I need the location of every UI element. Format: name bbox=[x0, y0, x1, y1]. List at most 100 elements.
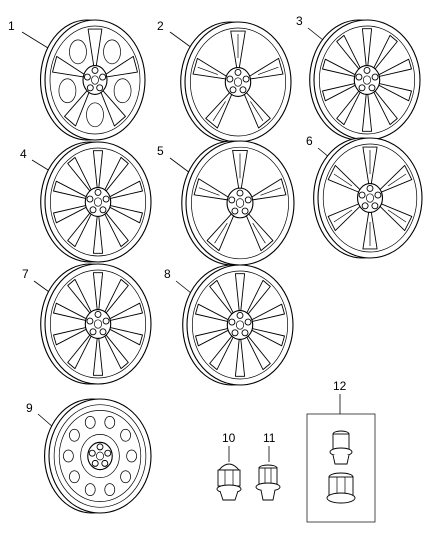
wheel-7-lug-nut bbox=[102, 317, 110, 325]
wheel-5-spoke-groove bbox=[260, 187, 282, 196]
wheel-7-lug-nut bbox=[89, 328, 97, 336]
wheel-9-rim-inner bbox=[53, 404, 147, 508]
wheel-5[interactable] bbox=[181, 140, 295, 266]
wheel-9-vent-hole bbox=[120, 470, 131, 484]
lock-nut-cone bbox=[332, 454, 350, 465]
wheel-2-rim-inner bbox=[189, 27, 287, 137]
callout-label-1: 1 bbox=[8, 19, 15, 33]
part-group-7[interactable]: 7 bbox=[22, 263, 152, 385]
nut-11-hex bbox=[258, 467, 278, 485]
wheel-7[interactable] bbox=[40, 263, 152, 385]
part-group-11[interactable]: 11 bbox=[255, 431, 281, 501]
wheel-8-lug-nut bbox=[231, 329, 239, 337]
wheel-1-window bbox=[86, 102, 104, 128]
wheel-1-window bbox=[103, 39, 121, 65]
nut-10-cone bbox=[219, 490, 239, 501]
callout-label-9: 9 bbox=[26, 401, 33, 415]
wheel-3-rim-inner bbox=[318, 25, 416, 135]
wheel-5-center-cap bbox=[235, 198, 245, 208]
wheel-6-center-cap bbox=[366, 193, 374, 203]
wheel-5-lug-nut bbox=[228, 196, 236, 204]
callout-label-3: 3 bbox=[296, 14, 303, 28]
wheel-6-spoke-groove bbox=[333, 173, 353, 187]
wheel-4-center-cap bbox=[93, 197, 103, 207]
wheel-5-spoke-groove bbox=[198, 187, 220, 196]
callout-label-8: 8 bbox=[164, 267, 171, 281]
lock-nut-12[interactable] bbox=[329, 430, 353, 465]
wheel-4[interactable] bbox=[40, 141, 152, 263]
nut-10-hex bbox=[217, 469, 241, 487]
lock-key-12[interactable] bbox=[326, 472, 356, 504]
part-group-8[interactable]: 8 bbox=[164, 264, 294, 386]
wheel-9[interactable] bbox=[44, 398, 152, 514]
wheel-8-rim-inner bbox=[191, 270, 289, 380]
nut-11-cone bbox=[260, 489, 276, 501]
part-group-2[interactable]: 2 bbox=[157, 19, 292, 143]
part-group-6[interactable]: 6 bbox=[306, 134, 423, 259]
wheel-9-vent-hole bbox=[104, 483, 116, 496]
wheel-9-lug-nut bbox=[88, 449, 96, 457]
wheel-9-vent-hole bbox=[104, 416, 116, 429]
callout-label-10: 10 bbox=[222, 431, 236, 445]
wheel-1-window bbox=[113, 78, 132, 104]
wheel-4-lug-nut bbox=[94, 188, 102, 196]
part-group-12[interactable]: 12 bbox=[306, 379, 376, 523]
lock-nut-flange bbox=[329, 447, 353, 457]
wheel-3[interactable] bbox=[309, 19, 421, 141]
part-group-9[interactable]: 9 bbox=[26, 398, 152, 514]
part-group-4[interactable]: 4 bbox=[20, 141, 152, 263]
wheel-9-vent-hole bbox=[84, 416, 96, 429]
wheel-4-lug-nut bbox=[89, 206, 97, 214]
wheel-3-lug-nut bbox=[371, 73, 379, 81]
wheel-9-vent-hole bbox=[120, 428, 131, 442]
wheel-9-hub-ring bbox=[80, 433, 120, 479]
wheel-9-lug-nut bbox=[101, 459, 109, 467]
nut-11-flange bbox=[255, 482, 281, 492]
wheel-1-window bbox=[69, 39, 87, 65]
wheel-6-spoke-groove bbox=[387, 173, 407, 187]
wheel-5-rim-inner bbox=[191, 146, 289, 260]
wheel-8-lug-nut bbox=[241, 329, 249, 337]
wheel-2-spoke-groove bbox=[250, 101, 264, 122]
wheel-4-lug-nut bbox=[86, 195, 94, 203]
callout-label-5: 5 bbox=[157, 144, 164, 158]
callout-label-11: 11 bbox=[263, 431, 276, 445]
part-group-10[interactable]: 10 bbox=[216, 431, 242, 501]
wheel-5-spoke-groove bbox=[214, 222, 228, 244]
lock-key-base bbox=[326, 492, 356, 504]
lug-nut-10[interactable] bbox=[216, 463, 242, 501]
wheel-1-center-cap bbox=[91, 75, 99, 85]
wheel-4-rim-inner bbox=[49, 147, 147, 257]
wheel-9-lug-nut bbox=[96, 443, 104, 451]
wheel-5-lug-nut bbox=[231, 207, 239, 215]
nut-10-dome bbox=[218, 463, 240, 471]
wheel-6[interactable] bbox=[313, 137, 423, 259]
wheel-3-lug-nut bbox=[358, 84, 366, 92]
part-group-3[interactable]: 3 bbox=[296, 14, 421, 141]
wheel-5-lug-nut bbox=[236, 189, 244, 197]
wheel-9-vent-hole bbox=[69, 428, 80, 442]
wheel-8[interactable] bbox=[182, 264, 294, 386]
part-group-1[interactable]: 1 bbox=[8, 19, 146, 141]
wheel-1[interactable] bbox=[39, 19, 146, 141]
wheel-6-lug-nut bbox=[366, 184, 374, 192]
wheel-9-center-cap bbox=[96, 451, 104, 461]
wheel-9-vent-hole bbox=[84, 483, 96, 496]
wheel-7-rim-inner bbox=[49, 269, 147, 379]
wheel-2[interactable] bbox=[180, 21, 292, 143]
part-group-5[interactable]: 5 bbox=[157, 140, 295, 266]
wheel-8-center-cap bbox=[235, 320, 245, 330]
wheel-2-lug-nut bbox=[234, 68, 242, 76]
wheel-4-lug-nut bbox=[102, 195, 110, 203]
wheel-4-lug-nut bbox=[99, 206, 107, 214]
lug-nut-11[interactable] bbox=[255, 464, 281, 501]
wheel-3-lug-nut bbox=[363, 66, 371, 74]
wheel-7-lug-nut bbox=[94, 310, 102, 318]
wheel-6-rim-inner bbox=[322, 143, 418, 253]
wheel-6-spoke-groove bbox=[333, 209, 353, 223]
callout-label-4: 4 bbox=[20, 147, 27, 161]
wheel-3-lug-nut bbox=[368, 84, 376, 92]
leader-line-2 bbox=[169, 31, 193, 49]
lock-key-body bbox=[328, 476, 354, 496]
wheel-9-vent-hole bbox=[69, 470, 80, 484]
